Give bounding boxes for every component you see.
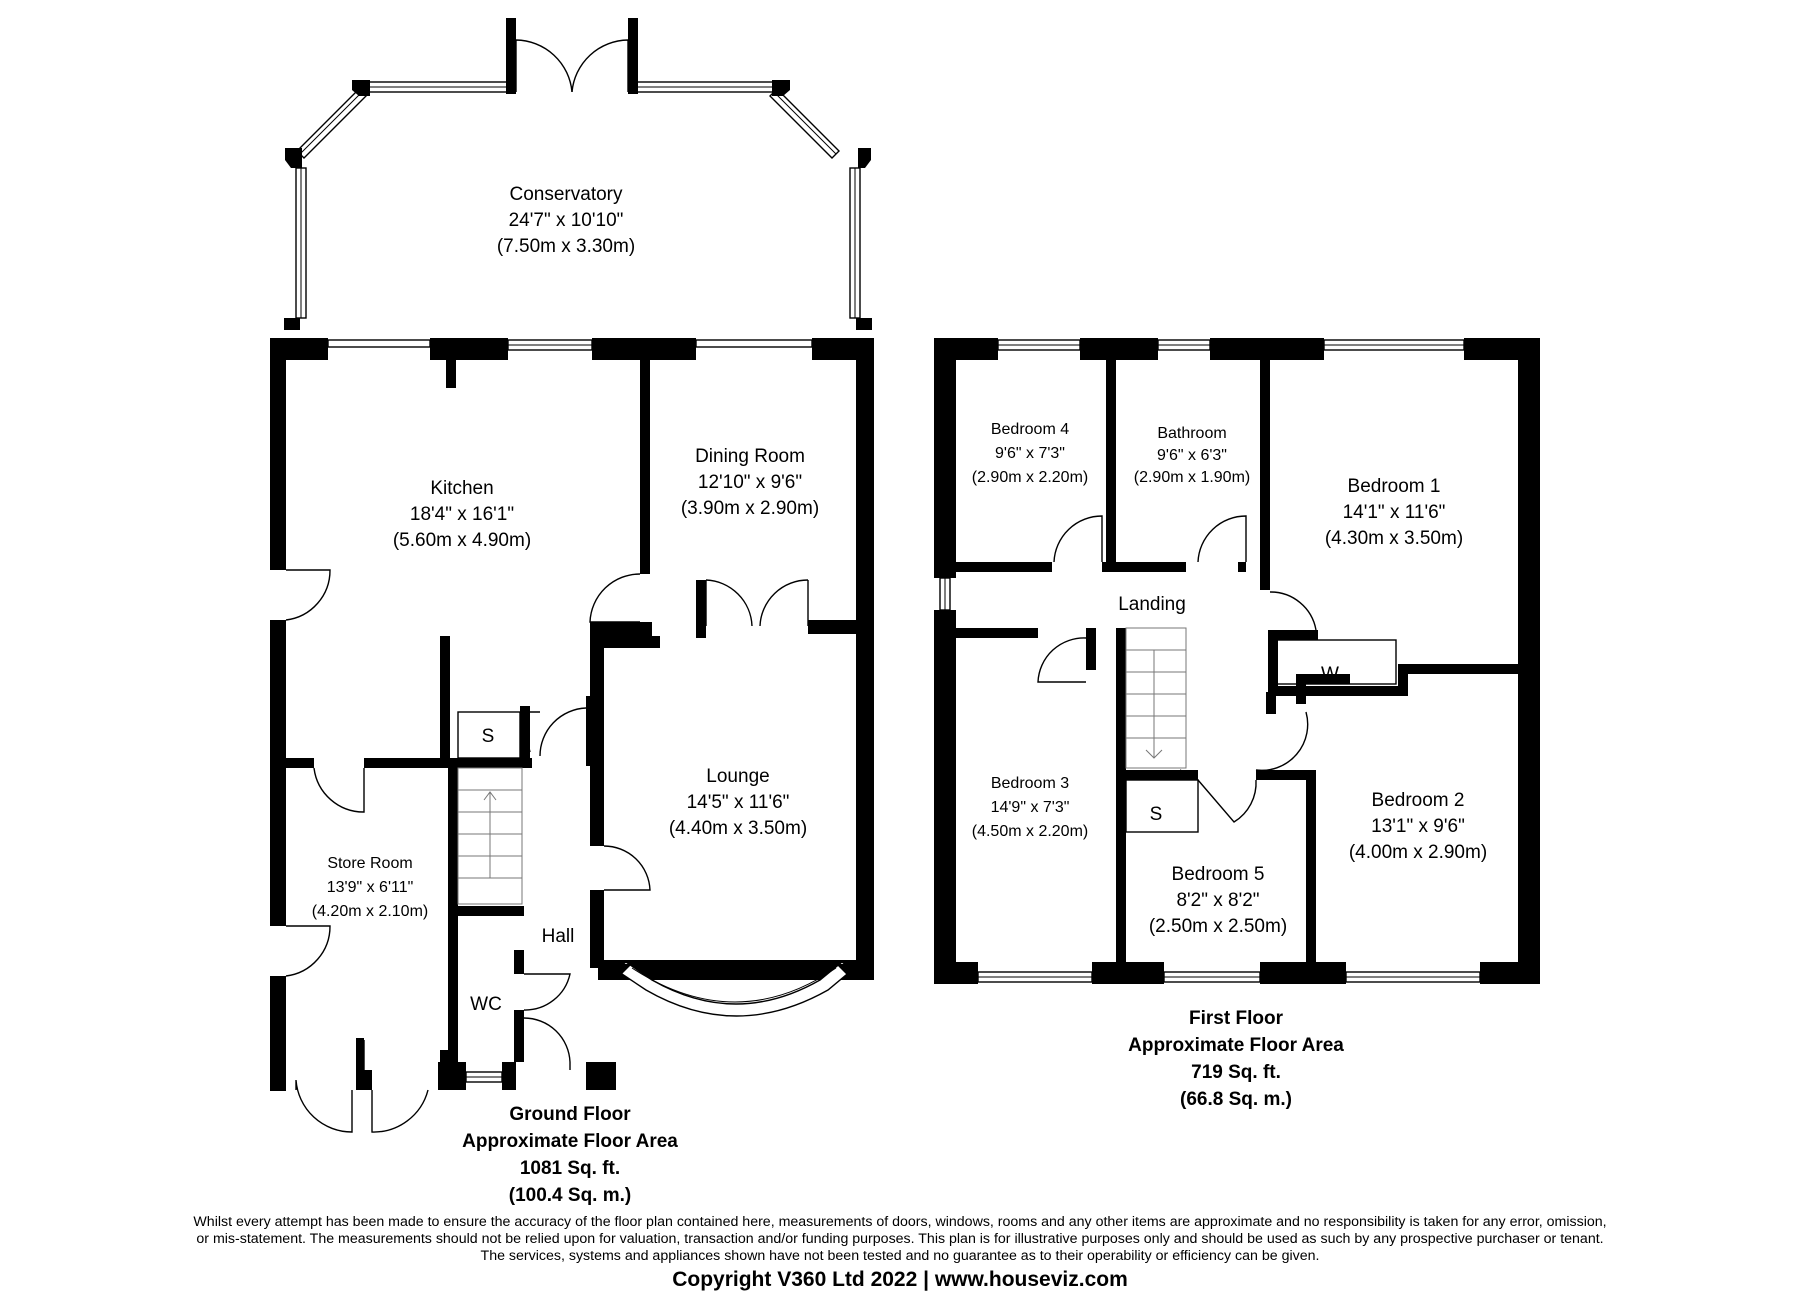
ground-floor-windows [327,339,874,1083]
svg-text:9'6" x 6'3": 9'6" x 6'3" [1157,447,1227,464]
svg-text:Dining Room: Dining Room [695,446,805,467]
ground-floor-interior-walls [286,360,864,1090]
room-label-bedroom-5: Bedroom 5 8'2" x 8'2" (2.50m x 2.50m) [1149,864,1287,937]
svg-text:Bedroom 1: Bedroom 1 [1348,476,1441,497]
svg-text:(4.50m x 2.20m): (4.50m x 2.20m) [972,823,1088,840]
ground-floor-stairs [457,711,523,905]
svg-text:719 Sq. ft.: 719 Sq. ft. [1191,1062,1281,1083]
svg-text:Ground Floor: Ground Floor [509,1104,631,1125]
svg-text:(4.00m x 2.90m): (4.00m x 2.90m) [1349,842,1487,863]
room-label-bedroom-3: Bedroom 3 14'9" x 7'3" (4.50m x 2.20m) [972,775,1088,840]
svg-text:18'4" x 16'1": 18'4" x 16'1" [410,504,514,525]
disclaimer: Whilst every attempt has been made to en… [20,1214,1780,1265]
first-floor-plan: Bedroom 4 9'6" x 7'3" (2.90m x 2.20m) Ba… [934,338,1540,1110]
ground-floor-exterior-walls [270,338,874,1091]
svg-text:Bedroom 2: Bedroom 2 [1372,790,1465,811]
svg-text:(4.20m x 2.10m): (4.20m x 2.10m) [312,903,428,920]
room-label-bedroom-1: Bedroom 1 14'1" x 11'6" (4.30m x 3.50m) [1325,476,1463,549]
svg-text:(66.8 Sq. m.): (66.8 Sq. m.) [1180,1089,1292,1110]
first-floor-windows [939,339,1481,983]
room-label-conservatory: Conservatory 24'7" x 10'10" (7.50m x 3.3… [497,184,635,257]
svg-text:Lounge: Lounge [706,766,769,787]
room-label-storage-cupboard-first: S [1150,804,1163,825]
svg-text:Conservatory: Conservatory [510,184,623,205]
svg-text:Approximate Floor Area: Approximate Floor Area [1128,1035,1344,1056]
room-label-store-room: Store Room 13'9" x 6'11" (4.20m x 2.10m) [312,855,428,920]
conservatory-glazing [284,18,872,330]
svg-text:Kitchen: Kitchen [430,478,493,499]
ground-floor-doors [285,569,809,1133]
first-floor-exterior-walls [934,338,1540,984]
room-label-bedroom-2: Bedroom 2 13'1" x 9'6" (4.00m x 2.90m) [1349,790,1487,863]
svg-text:Bedroom 3: Bedroom 3 [991,775,1069,792]
svg-text:Approximate Floor Area: Approximate Floor Area [462,1131,678,1152]
room-label-wc: WC [470,994,502,1015]
ground-floor-area-caption: Ground Floor Approximate Floor Area 1081… [462,1104,678,1206]
room-label-kitchen: Kitchen 18'4" x 16'1" (5.60m x 4.90m) [393,478,531,551]
svg-text:Bedroom 5: Bedroom 5 [1172,864,1265,885]
svg-text:Bedroom 4: Bedroom 4 [991,421,1069,438]
svg-text:1081 Sq. ft.: 1081 Sq. ft. [520,1158,620,1179]
svg-text:9'6" x 7'3": 9'6" x 7'3" [995,445,1065,462]
first-floor-area-caption: First Floor Approximate Floor Area 719 S… [1128,1008,1344,1110]
svg-text:(3.90m x 2.90m): (3.90m x 2.90m) [681,498,819,519]
svg-text:13'9" x 6'11": 13'9" x 6'11" [327,879,414,896]
first-floor-stairs [1125,627,1397,833]
svg-text:(5.60m x 4.90m): (5.60m x 4.90m) [393,530,531,551]
room-label-wardrobe: W [1321,664,1339,685]
svg-text:Bathroom: Bathroom [1157,425,1226,442]
svg-text:Store Room: Store Room [327,855,412,872]
first-floor-interior-walls [956,360,1520,962]
svg-text:8'2" x 8'2": 8'2" x 8'2" [1176,890,1259,911]
room-label-bedroom-4: Bedroom 4 9'6" x 7'3" (2.90m x 2.20m) [972,421,1088,486]
ground-floor-plan: Conservatory 24'7" x 10'10" (7.50m x 3.3… [270,18,874,1206]
svg-text:24'7" x 10'10": 24'7" x 10'10" [509,210,624,231]
svg-text:12'10" x 9'6": 12'10" x 9'6" [698,472,802,493]
svg-text:(2.50m x 2.50m): (2.50m x 2.50m) [1149,916,1287,937]
svg-text:(2.90m x 2.20m): (2.90m x 2.20m) [972,469,1088,486]
copyright-notice: Copyright V360 Ltd 2022 | www.houseviz.c… [672,1268,1128,1291]
room-label-bathroom: Bathroom 9'6" x 6'3" (2.90m x 1.90m) [1134,425,1250,486]
svg-text:First Floor: First Floor [1189,1008,1284,1029]
room-label-lounge: Lounge 14'5" x 11'6" (4.40m x 3.50m) [669,766,807,839]
svg-text:(7.50m x 3.30m): (7.50m x 3.30m) [497,236,635,257]
room-label-storage-cupboard: S [482,726,495,747]
svg-text:(4.40m x 3.50m): (4.40m x 3.50m) [669,818,807,839]
svg-text:13'1" x 9'6": 13'1" x 9'6" [1371,816,1465,837]
disclaimer-line: or mis-statement. The measurements shoul… [196,1231,1604,1247]
disclaimer-line: The services, systems and appliances sho… [480,1248,1320,1264]
room-label-hall: Hall [542,926,575,947]
svg-text:14'5" x 11'6": 14'5" x 11'6" [687,792,790,813]
svg-text:(100.4 Sq. m.): (100.4 Sq. m.) [509,1185,632,1206]
disclaimer-line: Whilst every attempt has been made to en… [193,1214,1607,1230]
first-floor-doors [1037,515,1317,823]
svg-text:(2.90m x 1.90m): (2.90m x 1.90m) [1134,469,1250,486]
svg-text:(4.30m x 3.50m): (4.30m x 3.50m) [1325,528,1463,549]
room-label-landing: Landing [1118,594,1186,615]
svg-text:14'1" x 11'6": 14'1" x 11'6" [1343,502,1446,523]
room-label-dining-room: Dining Room 12'10" x 9'6" (3.90m x 2.90m… [681,446,819,519]
svg-text:14'9" x 7'3": 14'9" x 7'3" [991,799,1070,816]
